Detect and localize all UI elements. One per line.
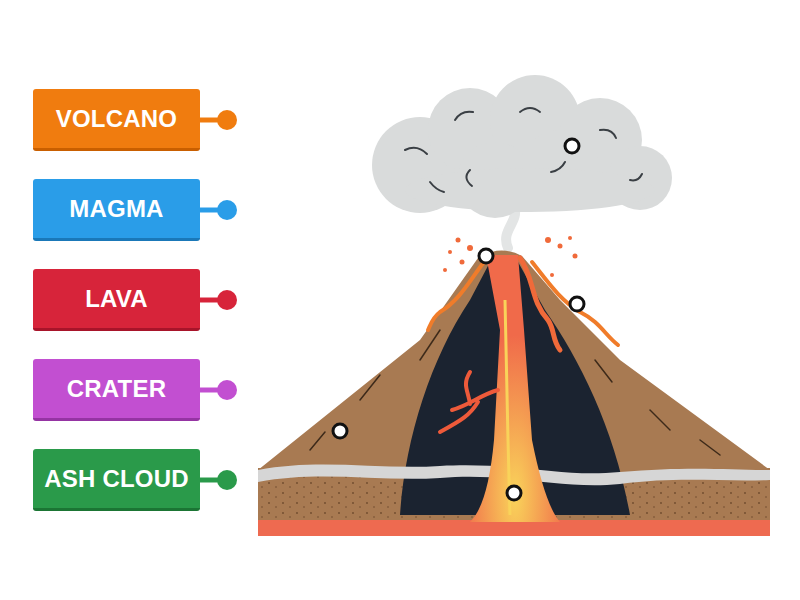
label-text: VOLCANO <box>56 105 177 133</box>
lava-flow <box>532 262 618 345</box>
label-pin <box>200 290 237 310</box>
label-box: VOLCANO <box>33 89 200 151</box>
ash-cloud <box>372 75 672 218</box>
pin-dot <box>217 380 237 400</box>
pin-dot <box>217 290 237 310</box>
label-text: CRATER <box>67 375 166 403</box>
magma-conduit <box>470 255 560 522</box>
label-box: LAVA <box>33 269 200 331</box>
label-box: CRATER <box>33 359 200 421</box>
label-box: MAGMA <box>33 179 200 241</box>
label-text: ASH CLOUD <box>44 465 188 493</box>
label-pin <box>200 110 237 130</box>
target-dot <box>333 139 584 500</box>
pin-dot <box>217 110 237 130</box>
lava-flow <box>428 262 484 330</box>
label-box: ASH CLOUD <box>33 449 200 511</box>
label-pin <box>200 380 237 400</box>
label-pin <box>200 470 237 490</box>
magma-layer <box>258 520 770 536</box>
cloud-strokes <box>405 108 642 192</box>
conduit-core <box>505 300 510 515</box>
lava-splash <box>443 236 578 277</box>
label-text: MAGMA <box>69 195 163 223</box>
side-vent <box>440 372 498 432</box>
label-text: LAVA <box>85 285 148 313</box>
pin-dot <box>217 200 237 220</box>
label-pin <box>200 200 237 220</box>
pin-dot <box>217 470 237 490</box>
